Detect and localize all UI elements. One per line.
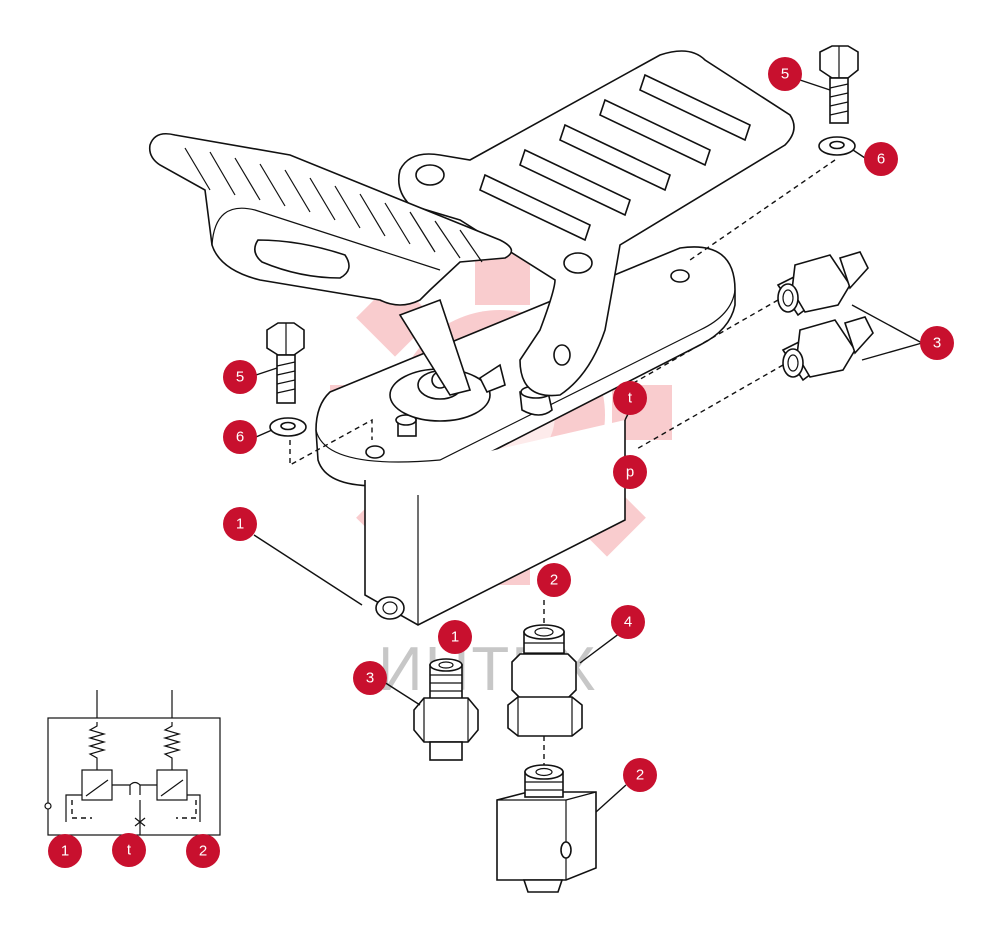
svg-text:6: 6 — [877, 151, 885, 168]
right-pedal — [397, 50, 795, 397]
svg-text:1: 1 — [236, 516, 244, 533]
callout-5-top: 5 — [768, 57, 802, 91]
right-pedal-ribs — [479, 73, 751, 242]
leader-6-top — [852, 149, 866, 159]
callout-2-port: 2 — [537, 563, 571, 597]
svg-text:2: 2 — [550, 572, 558, 589]
callout-1-port: 1 — [438, 620, 472, 654]
callout-6-left: 6 — [223, 420, 257, 454]
callout-4-adapter: 4 — [611, 605, 645, 639]
callout-3-fitting: 3 — [353, 661, 387, 695]
svg-text:t: t — [127, 842, 132, 859]
block-2 — [496, 764, 597, 893]
leader-1-body — [253, 534, 363, 606]
bolt-top — [819, 45, 859, 124]
svg-text:1: 1 — [61, 843, 69, 860]
svg-text:1: 1 — [451, 629, 459, 646]
fitting-lower-path — [634, 364, 784, 451]
fitting-right-lower — [781, 316, 874, 382]
callouts: 5 6 3 5 6 t p 1 2 1 4 3 2 1 t 2 — [48, 57, 954, 868]
svg-text:p: p — [626, 464, 634, 481]
svg-text:3: 3 — [933, 335, 941, 352]
leader-5-left — [255, 367, 278, 376]
svg-text:5: 5 — [236, 369, 244, 386]
callout-6-top: 6 — [864, 142, 898, 176]
callout-2-block: 2 — [623, 758, 657, 792]
adapter-4 — [507, 653, 583, 737]
svg-text:2: 2 — [199, 843, 207, 860]
svg-text:4: 4 — [624, 614, 632, 631]
callout-t-schematic: t — [112, 833, 146, 867]
svg-text:6: 6 — [236, 429, 244, 446]
leader-5-top — [799, 79, 831, 91]
bolt-left — [266, 322, 305, 404]
callout-1-body: 1 — [223, 507, 257, 541]
svg-text:2: 2 — [636, 767, 644, 784]
left-pedal-ribs — [184, 147, 483, 263]
leader-3-fitting — [383, 681, 421, 706]
callout-1-schematic: 1 — [48, 834, 82, 868]
washer-left — [269, 417, 307, 437]
callout-p-port: p — [613, 455, 647, 489]
hydraulic-schematic — [44, 690, 221, 836]
leader-2-block — [595, 784, 627, 813]
fitting-right-upper — [776, 251, 869, 317]
svg-text:5: 5 — [781, 66, 789, 83]
callout-5-left: 5 — [223, 360, 257, 394]
washer-top — [818, 136, 856, 156]
bolt-top-path — [689, 159, 836, 261]
port-fitting-1 — [413, 658, 479, 761]
callout-3-right: 3 — [920, 326, 954, 360]
leader-4 — [579, 629, 625, 664]
leader-6-left — [255, 429, 273, 438]
svg-text:t: t — [628, 390, 633, 407]
callout-2-schematic: 2 — [186, 834, 220, 868]
callout-t-port: t — [613, 381, 647, 415]
fitting-upper-path — [629, 299, 779, 386]
left-pedal — [148, 132, 513, 306]
svg-text:3: 3 — [366, 670, 374, 687]
leader-3-right — [851, 304, 923, 361]
bolt-left-path — [289, 418, 373, 467]
